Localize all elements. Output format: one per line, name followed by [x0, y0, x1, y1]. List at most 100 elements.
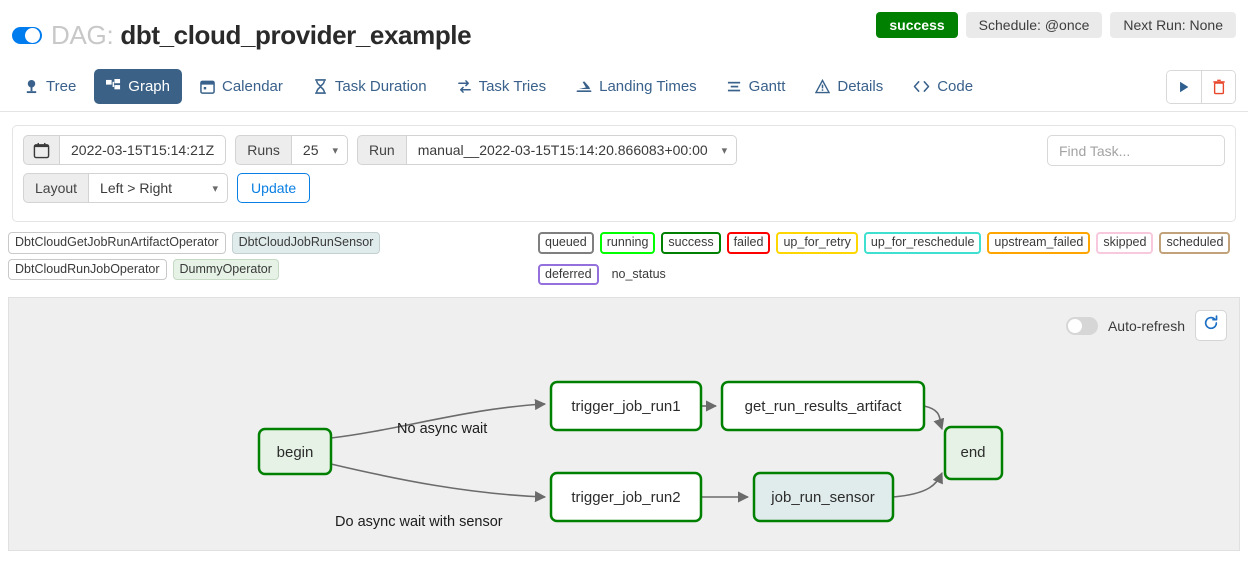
- node-label: trigger_job_run2: [571, 489, 680, 506]
- tab-code-label: Code: [937, 78, 974, 95]
- legend-operator[interactable]: DbtCloudJobRunSensor: [231, 232, 381, 254]
- legend-state-upstream-failed[interactable]: upstream_failed: [987, 232, 1091, 254]
- landing-icon: [576, 79, 592, 94]
- delete-dag-button[interactable]: [1201, 70, 1235, 103]
- calendar-icon: [200, 79, 215, 94]
- tab-landing-times-label: Landing Times: [599, 78, 697, 95]
- legend-operator[interactable]: DbtCloudRunJobOperator: [8, 258, 167, 281]
- graph-edge-labels: No async wait Do async wait with sensor: [335, 421, 503, 530]
- layout-select[interactable]: Left > Right ▾: [88, 173, 229, 203]
- graph-node-end[interactable]: end: [943, 426, 1004, 481]
- legend-state-success[interactable]: success: [661, 232, 721, 254]
- layout-group: Layout Left > Right ▾: [23, 173, 229, 203]
- tab-task-duration-label: Task Duration: [334, 78, 427, 95]
- tab-task-tries[interactable]: Task Tries: [445, 69, 559, 104]
- legend-state-up-for-retry[interactable]: up_for_retry: [776, 232, 858, 254]
- tab-task-tries-label: Task Tries: [478, 78, 547, 95]
- calendar-icon[interactable]: [23, 135, 59, 165]
- graph-node-begin[interactable]: begin: [257, 428, 333, 476]
- page-header: DAG: dbt_cloud_provider_example success …: [0, 0, 1248, 62]
- dag-graph-canvas[interactable]: No async wait Do async wait with sensor …: [9, 298, 1240, 550]
- legend: DbtCloudGetJobRunArtifactOperator DbtClo…: [8, 232, 1240, 286]
- runs-label: Runs: [235, 135, 291, 165]
- chevron-down-icon: ▾: [332, 144, 339, 157]
- edge-get-run-results-artifact-to-end: [923, 405, 945, 431]
- edge-begin-to-trigger-job-run2: [330, 463, 547, 503]
- retry-icon: [457, 79, 472, 94]
- edge-label-no-async-wait: No async wait: [397, 421, 487, 437]
- page-title: dbt_cloud_provider_example: [120, 19, 472, 50]
- gantt-icon: [727, 79, 742, 94]
- legend-state-no-status[interactable]: no_status: [611, 266, 666, 281]
- dag-graph-panel[interactable]: Auto-refresh: [8, 297, 1240, 552]
- tab-gantt-label: Gantt: [748, 78, 786, 95]
- legend-operators: DbtCloudGetJobRunArtifactOperator DbtClo…: [8, 232, 538, 281]
- tab-details[interactable]: Details: [803, 69, 895, 104]
- legend-states: queued running success failed up_for_ret…: [538, 232, 1240, 286]
- header-badges: success Schedule: @once Next Run: None: [876, 12, 1236, 38]
- run-label: Run: [357, 135, 406, 165]
- run-select-value: manual__2022-03-15T15:14:20.866083+00:00: [417, 142, 708, 158]
- tab-task-duration[interactable]: Task Duration: [301, 69, 439, 104]
- tab-graph[interactable]: Graph: [94, 69, 182, 104]
- tab-landing-times[interactable]: Landing Times: [564, 69, 709, 104]
- graph-node-trigger-job-run2[interactable]: trigger_job_run2: [549, 472, 703, 523]
- hourglass-icon: [313, 79, 328, 94]
- status-badge: success: [876, 12, 958, 38]
- node-label: job_run_sensor: [770, 489, 874, 506]
- legend-state-queued[interactable]: queued: [538, 232, 594, 254]
- node-label: get_run_results_artifact: [745, 398, 903, 415]
- refresh-button[interactable]: [1195, 310, 1227, 342]
- runs-group: Runs 25 ▾: [235, 135, 349, 165]
- tab-tree[interactable]: Tree: [12, 69, 88, 104]
- node-label: begin: [277, 444, 314, 461]
- graph-node-get-run-results-artifact[interactable]: get_run_results_artifact: [720, 381, 926, 432]
- edge-job-run-sensor-to-end: [892, 472, 943, 499]
- run-select[interactable]: manual__2022-03-15T15:14:20.866083+00:00…: [405, 135, 738, 165]
- execution-date-input[interactable]: 2022-03-15T15:14:21Z: [59, 135, 227, 165]
- view-tabs: Tree Graph Calendar Task Duration Task T: [0, 62, 1248, 112]
- legend-state-deferred[interactable]: deferred: [538, 263, 599, 286]
- tree-icon: [24, 79, 39, 94]
- layout-label: Layout: [23, 173, 89, 203]
- tab-gantt[interactable]: Gantt: [715, 69, 798, 104]
- auto-refresh-label: Auto-refresh: [1107, 317, 1185, 334]
- schedule-badge[interactable]: Schedule: @once: [965, 12, 1103, 38]
- dag-controls: 2022-03-15T15:14:21Z Runs 25 ▾ Run manua…: [12, 125, 1236, 222]
- tab-calendar-label: Calendar: [222, 78, 283, 95]
- dag-actions: [1166, 69, 1236, 104]
- graph-node-trigger-job-run1[interactable]: trigger_job_run1: [549, 381, 703, 432]
- chevron-down-icon: ▾: [721, 144, 728, 157]
- legend-state-skipped[interactable]: skipped: [1096, 232, 1154, 254]
- tab-calendar[interactable]: Calendar: [188, 69, 295, 104]
- legend-state-scheduled[interactable]: scheduled: [1159, 232, 1231, 254]
- graph-edges: [330, 399, 945, 503]
- legend-state-failed[interactable]: failed: [726, 232, 771, 254]
- legend-operator[interactable]: DummyOperator: [172, 258, 279, 281]
- graph-toolbar: Auto-refresh: [1065, 310, 1227, 342]
- tab-code[interactable]: Code: [901, 69, 985, 104]
- node-label: trigger_job_run1: [571, 398, 680, 415]
- update-button[interactable]: Update: [237, 173, 311, 203]
- legend-state-running[interactable]: running: [599, 232, 656, 254]
- legend-state-up-for-reschedule[interactable]: up_for_reschedule: [863, 232, 982, 254]
- runs-select-value: 25: [302, 142, 319, 158]
- tab-details-label: Details: [837, 78, 884, 95]
- graph-node-job-run-sensor[interactable]: job_run_sensor: [752, 472, 895, 523]
- details-icon: [815, 79, 831, 94]
- graph-icon: [106, 79, 121, 94]
- tab-graph-label: Graph: [128, 78, 170, 95]
- node-label: end: [960, 444, 985, 461]
- edge-label-do-async-wait: Do async wait with sensor: [335, 514, 503, 530]
- legend-operator[interactable]: DbtCloudGetJobRunArtifactOperator: [8, 232, 226, 254]
- execution-date-group: 2022-03-15T15:14:21Z: [23, 135, 227, 165]
- tab-tree-label: Tree: [46, 78, 77, 95]
- run-group: Run manual__2022-03-15T15:14:20.866083+0…: [357, 135, 738, 165]
- dag-paused-toggle[interactable]: [12, 26, 42, 44]
- find-task-input[interactable]: Find Task...: [1047, 135, 1225, 166]
- auto-refresh-toggle[interactable]: [1065, 316, 1098, 335]
- runs-select[interactable]: 25 ▾: [290, 135, 349, 165]
- code-icon: [913, 79, 930, 94]
- trigger-dag-button[interactable]: [1167, 70, 1201, 103]
